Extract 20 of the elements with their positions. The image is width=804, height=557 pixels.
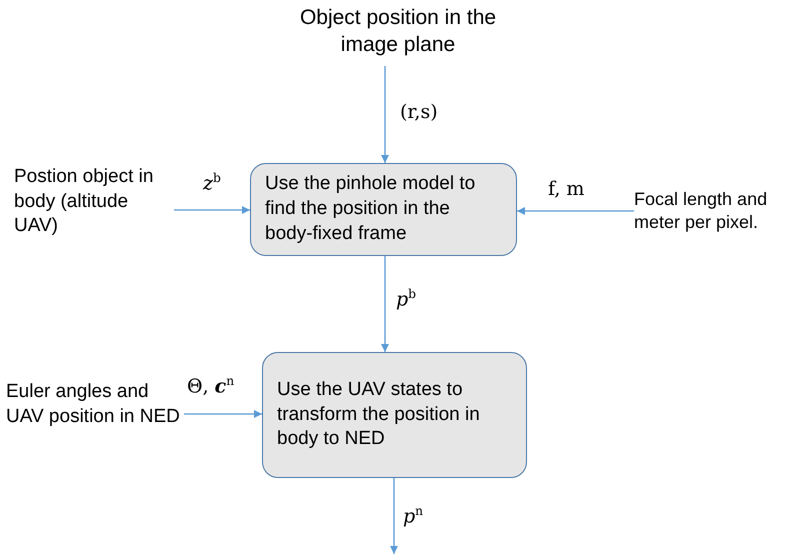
node-text: Object position in the image plane	[298, 5, 498, 58]
node-text: Euler angles and UAV position in NED	[6, 380, 181, 429]
edge-label: Θ, c$^{n}$	[187, 375, 234, 396]
node-text: Focal length and meter per pixel.	[634, 188, 768, 234]
arrow	[184, 410, 262, 418]
node-text: Use the pinhole model to find the position in the body-fixed frame	[265, 172, 476, 246]
arrow	[174, 206, 250, 214]
arrow	[381, 66, 389, 163]
edge-label: f, m	[548, 180, 584, 199]
edge-label: p$^{b}$	[396, 288, 416, 310]
arrow	[381, 256, 389, 352]
edge-label: z$^{b}$	[203, 172, 221, 194]
node-text: Use the UAV states to transform the position in body to NED	[277, 378, 481, 452]
process-box	[250, 163, 517, 256]
edge-label: (r,s)	[400, 103, 438, 122]
arrow	[517, 207, 634, 215]
arrow	[390, 478, 398, 554]
node-text: Postion object in body (altitude UAV)	[14, 165, 154, 238]
process-box	[262, 352, 527, 478]
edge-label: p$^{n}$	[403, 505, 424, 526]
